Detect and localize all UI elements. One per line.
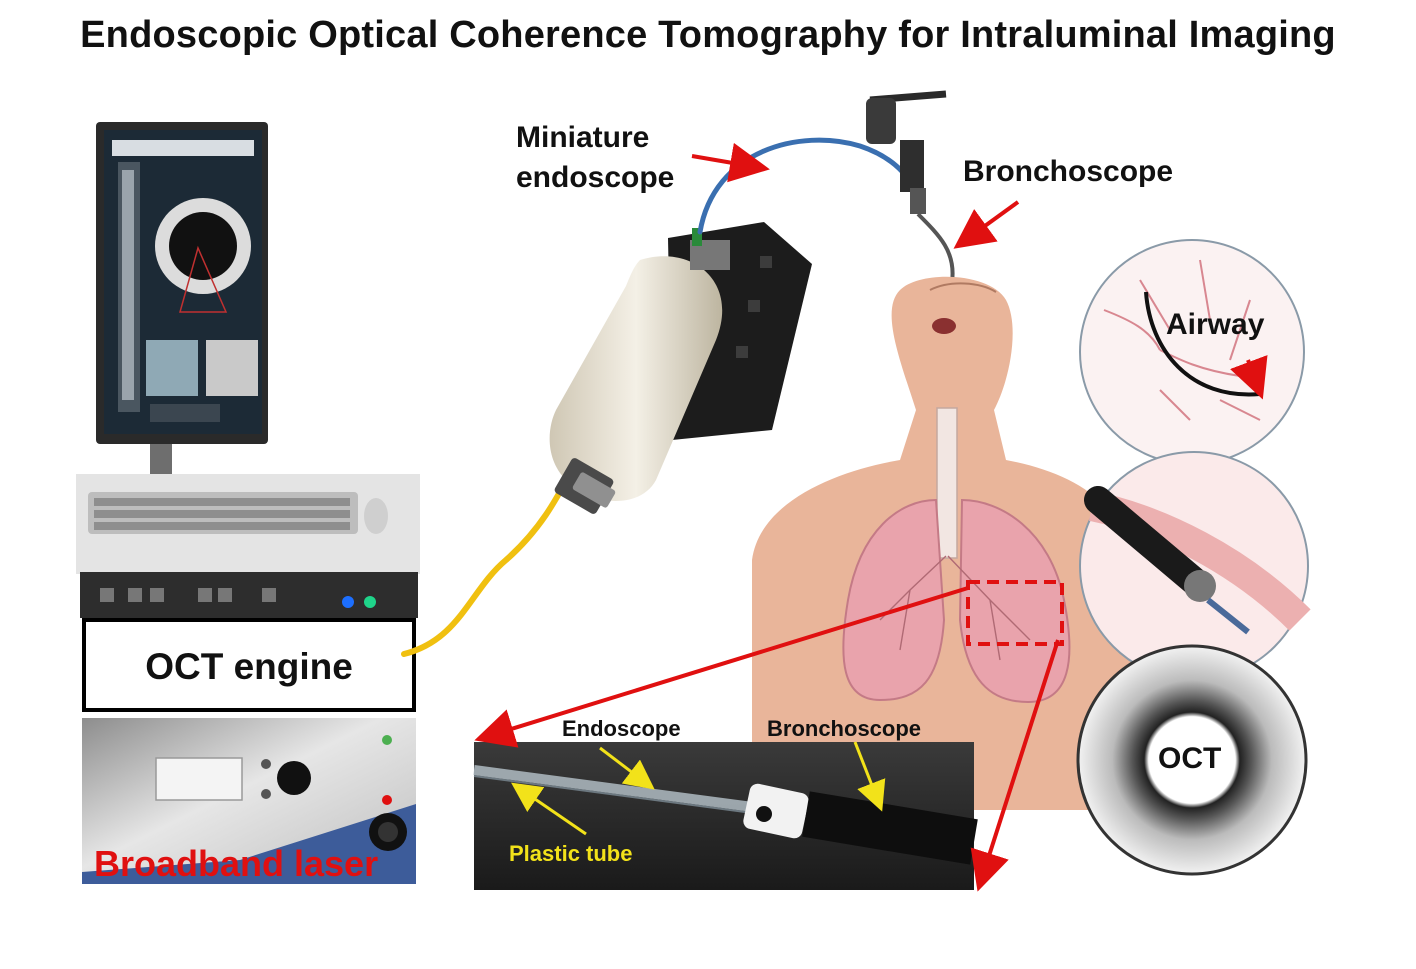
photo-plastic-tube-label: Plastic tube (509, 841, 633, 866)
miniature-label-line2: endoscope (516, 161, 675, 194)
blue-fiber (697, 137, 909, 235)
airway-inset (1079, 239, 1305, 465)
pointer-arrows (474, 142, 1268, 892)
miniature-endoscope-label: Miniature endoscope (516, 118, 674, 198)
left-lung (842, 498, 946, 702)
broadband-laser-unit (82, 718, 416, 884)
airway-label: Airway (1166, 308, 1265, 341)
bronchoscope-tip-inset (1079, 451, 1311, 681)
endoscope-handpiece (549, 222, 812, 514)
oct-engine-label: OCT engine (145, 646, 353, 687)
oct-cart (76, 474, 420, 618)
miniature-label-line1: Miniature (516, 121, 650, 154)
yellow-fiber (401, 467, 575, 657)
oct-image-inset (1076, 644, 1308, 876)
roi-dashed-box (966, 580, 1064, 646)
patient-illustration (752, 276, 1136, 810)
bronchoscope-handle (866, 90, 955, 283)
photo-bronchoscope-label: Bronchoscope (767, 716, 922, 741)
bronchoscope-label: Bronchoscope (963, 155, 1174, 188)
figure-title: Endoscopic Optical Coherence Tomography … (80, 14, 1336, 56)
endoscope-photo (473, 742, 978, 890)
right-lung (958, 498, 1071, 704)
broadband-laser-label: Broadband laser (94, 843, 379, 884)
oct-label: OCT (1158, 742, 1222, 775)
photo-arrows (511, 741, 886, 836)
oct-engine-box (82, 618, 416, 712)
monitor (96, 122, 268, 486)
photo-endoscope-label: Endoscope (562, 716, 681, 741)
